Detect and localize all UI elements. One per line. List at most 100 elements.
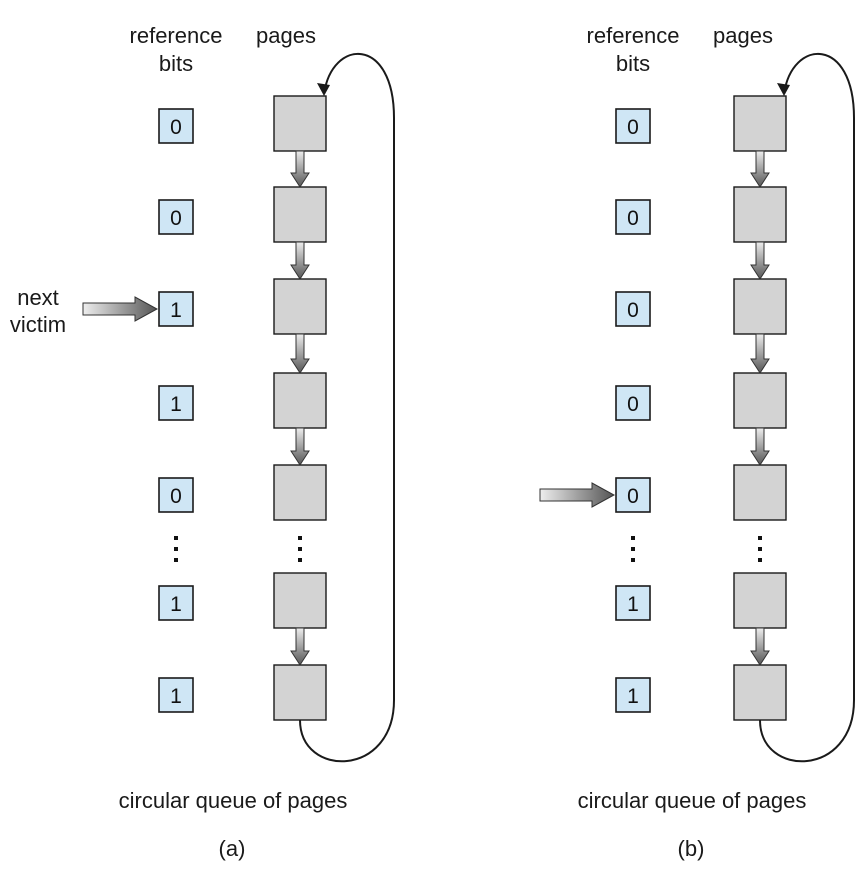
page-ellipsis-dot: [758, 558, 762, 562]
reference-bits-header-line1: reference: [587, 23, 680, 48]
pointer-arrow: [539, 482, 616, 508]
page-column: [733, 95, 787, 721]
reference-bit-box: [615, 291, 651, 327]
page-frame: [733, 95, 787, 152]
reference-bit-box: [615, 585, 651, 621]
bit-ellipsis-dot: [631, 558, 635, 562]
page-link-arrow: [750, 333, 770, 374]
reference-bit-value: 0: [627, 485, 639, 508]
reference-bit: 1: [158, 385, 194, 421]
page-link-arrow: [290, 241, 310, 280]
return-loop-arrowhead: [777, 83, 790, 96]
page-frame: [273, 464, 327, 521]
reference-bit-box: [158, 108, 194, 144]
pointer-arrow: [82, 296, 159, 322]
page-ellipsis-dot: [758, 547, 762, 551]
page-frame: [733, 186, 787, 243]
reference-bit-value: 1: [627, 593, 639, 616]
page-link-arrow: [750, 427, 770, 466]
page-frame: [273, 95, 327, 152]
page-frame: [273, 664, 327, 721]
return-loop-line: [299, 52, 395, 763]
page-link-arrow: [750, 150, 770, 188]
page-link-arrows: [750, 150, 770, 666]
reference-bit-value: 1: [627, 685, 639, 708]
reference-bit: 0: [615, 291, 651, 327]
return-loop-arrowhead: [317, 83, 330, 96]
queue-caption: circular queue of pages: [119, 788, 348, 813]
reference-bit: 0: [158, 108, 194, 144]
reference-bit-value: 0: [627, 116, 639, 139]
page-frame: [733, 572, 787, 629]
reference-bit-value: 0: [170, 116, 182, 139]
page-link-arrow: [750, 627, 770, 666]
clock-hand-pointer: [82, 296, 159, 322]
page-frame: [733, 464, 787, 521]
page-frame: [273, 186, 327, 243]
page-ellipsis-dot: [758, 536, 762, 540]
next-victim-label-line2: victim: [10, 312, 66, 337]
page-column: [273, 95, 327, 721]
reference-bit: 1: [158, 585, 194, 621]
reference-bit-box: [615, 108, 651, 144]
reference-bit: 1: [615, 677, 651, 713]
reference-bit-box: [158, 199, 194, 235]
reference-bit-box: [158, 385, 194, 421]
reference-bits-header-line1: reference: [130, 23, 223, 48]
reference-bit: 0: [158, 199, 194, 235]
page-frame: [733, 664, 787, 721]
reference-bit-value: 1: [170, 393, 182, 416]
reference-bit: 1: [158, 677, 194, 713]
circular-return-arrow: [299, 52, 395, 763]
reference-bit-value: 0: [627, 207, 639, 230]
reference-bit: 0: [158, 477, 194, 513]
queue-caption: circular queue of pages: [578, 788, 807, 813]
page-link-arrow: [290, 333, 310, 374]
clock-hand-pointer: [539, 482, 616, 508]
page-link-arrow: [290, 150, 310, 188]
reference-bit-box: [615, 677, 651, 713]
bit-ellipsis-dot: [174, 547, 178, 551]
panel-label: (a): [219, 836, 246, 861]
reference-bit-box: [158, 477, 194, 513]
reference-bit-value: 0: [627, 393, 639, 416]
page-link-arrow: [290, 627, 310, 666]
panel-label: (b): [678, 836, 705, 861]
bit-ellipsis-dot: [631, 547, 635, 551]
reference-bits-header-line2: bits: [616, 51, 650, 76]
page-frame: [733, 278, 787, 335]
page-ellipsis-dot: [298, 558, 302, 562]
reference-bit-box: [615, 477, 651, 513]
reference-bit-box: [615, 385, 651, 421]
reference-bit-value: 1: [170, 685, 182, 708]
reference-bit: 0: [615, 477, 651, 513]
bit-ellipsis-dot: [631, 536, 635, 540]
page-frame: [273, 278, 327, 335]
reference-bit: 0: [615, 385, 651, 421]
page-ellipsis-dot: [298, 547, 302, 551]
reference-bit-box: [158, 291, 194, 327]
reference-bit: 0: [615, 199, 651, 235]
page-frame: [273, 572, 327, 629]
reference-bit-column: 0 0 0 0 0 1 1: [615, 108, 651, 713]
return-loop-line: [759, 52, 855, 763]
reference-bit-value: 0: [170, 207, 182, 230]
page-link-arrow: [750, 241, 770, 280]
page-link-arrow: [290, 427, 310, 466]
page-frame: [273, 372, 327, 429]
reference-bit: 0: [615, 108, 651, 144]
reference-bit-value: 0: [627, 299, 639, 322]
reference-bit: 1: [158, 291, 194, 327]
reference-bits-header-line2: bits: [159, 51, 193, 76]
reference-bit-value: 1: [170, 299, 182, 322]
reference-bit-column: 0 0 1 1 0 1 1: [158, 108, 194, 713]
pages-header: pages: [256, 23, 316, 48]
reference-bit-box: [158, 585, 194, 621]
panel-b: reference bits pages 0 0 0 0 0 1 1 circular qu…: [539, 23, 855, 861]
bit-ellipsis-dot: [174, 536, 178, 540]
pages-header: pages: [713, 23, 773, 48]
reference-bit: 1: [615, 585, 651, 621]
reference-bit-value: 0: [170, 485, 182, 508]
